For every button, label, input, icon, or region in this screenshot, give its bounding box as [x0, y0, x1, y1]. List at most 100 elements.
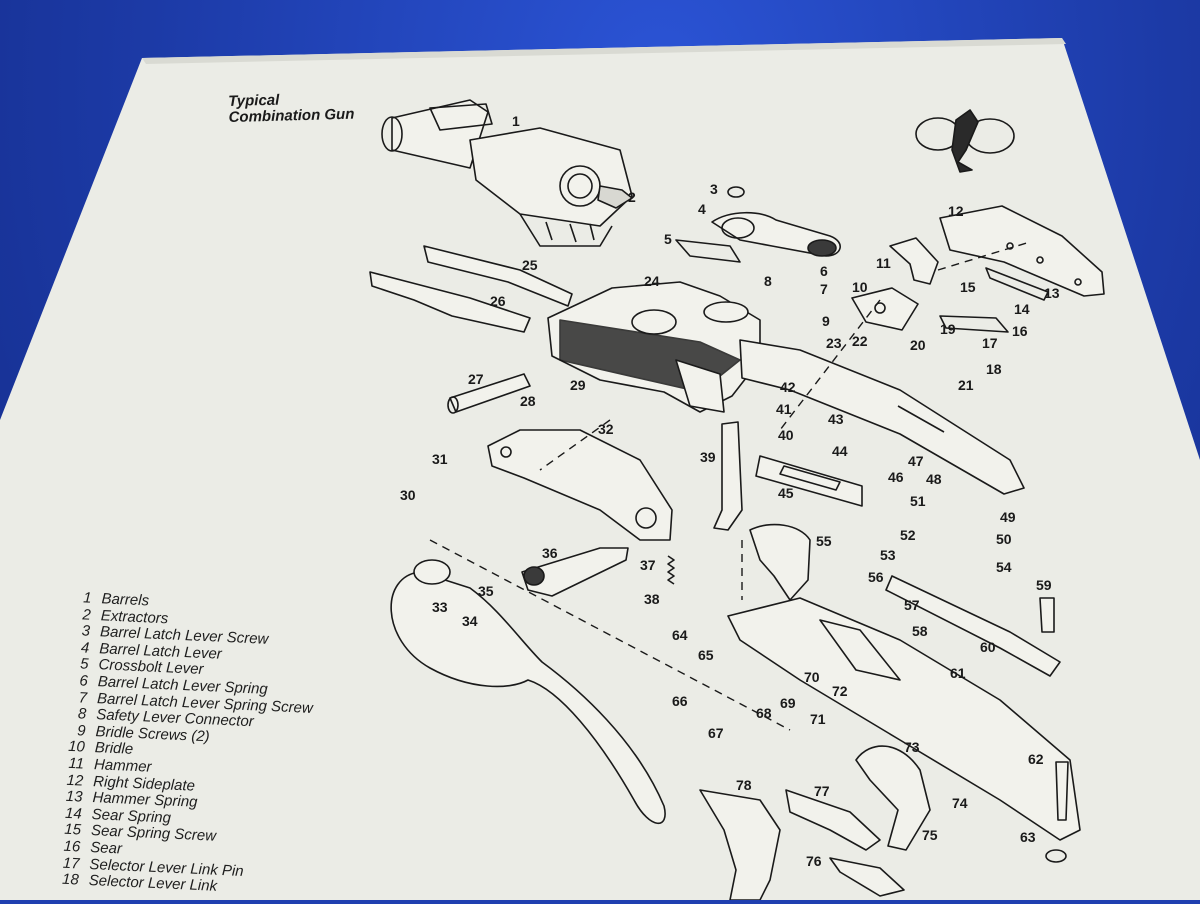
part-number-label: 61 — [950, 665, 966, 681]
trigger-part-75 — [855, 745, 931, 851]
part-number-label: 6 — [820, 263, 828, 279]
part-number-label: 77 — [814, 783, 830, 799]
screw-part-63 — [1045, 761, 1069, 863]
part-number-label: 72 — [832, 683, 848, 699]
part-number-label: 49 — [1000, 509, 1016, 525]
part-number-label: 5 — [664, 231, 672, 247]
left-sideplate-part — [487, 429, 673, 541]
part-number-label: 1 — [512, 113, 520, 129]
hammer-part — [889, 237, 939, 285]
part-number-label: 12 — [948, 203, 964, 219]
part-number-label: 40 — [778, 427, 794, 443]
screw-part-59 — [1039, 597, 1055, 633]
part-number-label: 66 — [672, 693, 688, 709]
part-number-label: 63 — [1020, 829, 1036, 845]
part-number-label: 53 — [880, 547, 896, 563]
part-number-label: 14 — [1014, 301, 1030, 317]
trigger-assembly-part — [727, 597, 1081, 841]
part-number-label: 65 — [698, 647, 714, 663]
part-number-label: 34 — [462, 613, 478, 629]
part-number-label: 30 — [400, 487, 416, 503]
part-number-label: 71 — [810, 711, 826, 727]
extractors-part — [597, 185, 633, 209]
part-number-label: 7 — [820, 281, 828, 297]
part-number-label: 51 — [910, 493, 926, 509]
spring-part-37 — [667, 555, 675, 585]
part-number-label: 22 — [852, 333, 868, 349]
part-number-label: 25 — [522, 257, 538, 273]
part-number-label: 26 — [490, 293, 506, 309]
part-number-label: 39 — [700, 449, 716, 465]
trigger-guard-part — [749, 523, 811, 601]
part-number-label: 29 — [570, 377, 586, 393]
part-number-label: 48 — [926, 471, 942, 487]
part-number-label: 41 — [776, 401, 792, 417]
part-number-label: 67 — [708, 725, 724, 741]
part-number-label: 69 — [780, 695, 796, 711]
part-number-label: 21 — [958, 377, 974, 393]
part-number-label: 52 — [900, 527, 916, 543]
lever-part-76 — [829, 857, 905, 897]
crossbolt-part-25 — [423, 245, 573, 307]
part-number-label: 59 — [1036, 577, 1052, 593]
part-number-label: 10 — [852, 279, 868, 295]
safety-slider-part — [521, 547, 629, 597]
part-number-label: 24 — [644, 273, 660, 289]
part-number-label: 13 — [1044, 285, 1060, 301]
right-sideplate-part — [939, 205, 1105, 297]
part-number-label: 15 — [960, 279, 976, 295]
hammer-spring-part-60 — [885, 575, 1061, 677]
sear-part — [939, 315, 1009, 333]
part-number-label: 74 — [952, 795, 968, 811]
part-number-label: 57 — [904, 597, 920, 613]
part-number-label: 2 — [628, 189, 636, 205]
part-number-label: 35 — [478, 583, 494, 599]
part-number-label: 16 — [1012, 323, 1028, 339]
legend-item-label: Sear — [89, 839, 123, 858]
part-number-label: 76 — [806, 853, 822, 869]
legend-item-number: 18 — [61, 870, 80, 889]
tang-part — [739, 339, 1025, 495]
part-number-label: 73 — [904, 739, 920, 755]
part-number-label: 68 — [756, 705, 772, 721]
alignment-lines — [429, 241, 1031, 731]
part-number-label: 28 — [520, 393, 536, 409]
part-number-label: 33 — [432, 599, 448, 615]
barrel-latch-lever-part — [675, 186, 841, 263]
part-number-label: 60 — [980, 639, 996, 655]
part-number-label: 20 — [910, 337, 926, 353]
part-number-label: 43 — [828, 411, 844, 427]
part-number-label: 45 — [778, 485, 794, 501]
part-number-label: 46 — [888, 469, 904, 485]
part-number-label: 17 — [982, 335, 998, 351]
part-number-label: 54 — [996, 559, 1012, 575]
part-number-label: 18 — [986, 361, 1002, 377]
bridle-part — [851, 287, 919, 331]
part-number-label: 75 — [922, 827, 938, 843]
pin-part-27 — [447, 373, 531, 414]
hammer-spring-part — [985, 267, 1049, 301]
trigger-guard-part-78 — [699, 789, 781, 900]
part-number-label: 58 — [912, 623, 928, 639]
part-number-label: 9 — [822, 313, 830, 329]
barrels-part — [381, 99, 633, 247]
stock-part — [390, 559, 666, 825]
part-number-label: 23 — [826, 335, 842, 351]
part-number-label: 64 — [672, 627, 688, 643]
part-number-label: 11 — [876, 255, 891, 271]
part-number-label: 38 — [644, 591, 660, 607]
part-number-label: 19 — [940, 321, 956, 337]
part-number-label: 70 — [804, 669, 820, 685]
part-number-label: 27 — [468, 371, 484, 387]
part-number-label: 3 — [710, 181, 718, 197]
firing-pin-part — [713, 421, 743, 531]
part-number-label: 55 — [816, 533, 832, 549]
part-number-label: 4 — [698, 201, 706, 217]
part-number-label: 56 — [868, 569, 884, 585]
part-number-label: 32 — [598, 421, 614, 437]
part-number-label: 31 — [432, 451, 448, 467]
part-number-label: 8 — [764, 273, 772, 289]
part-number-label: 37 — [640, 557, 656, 573]
